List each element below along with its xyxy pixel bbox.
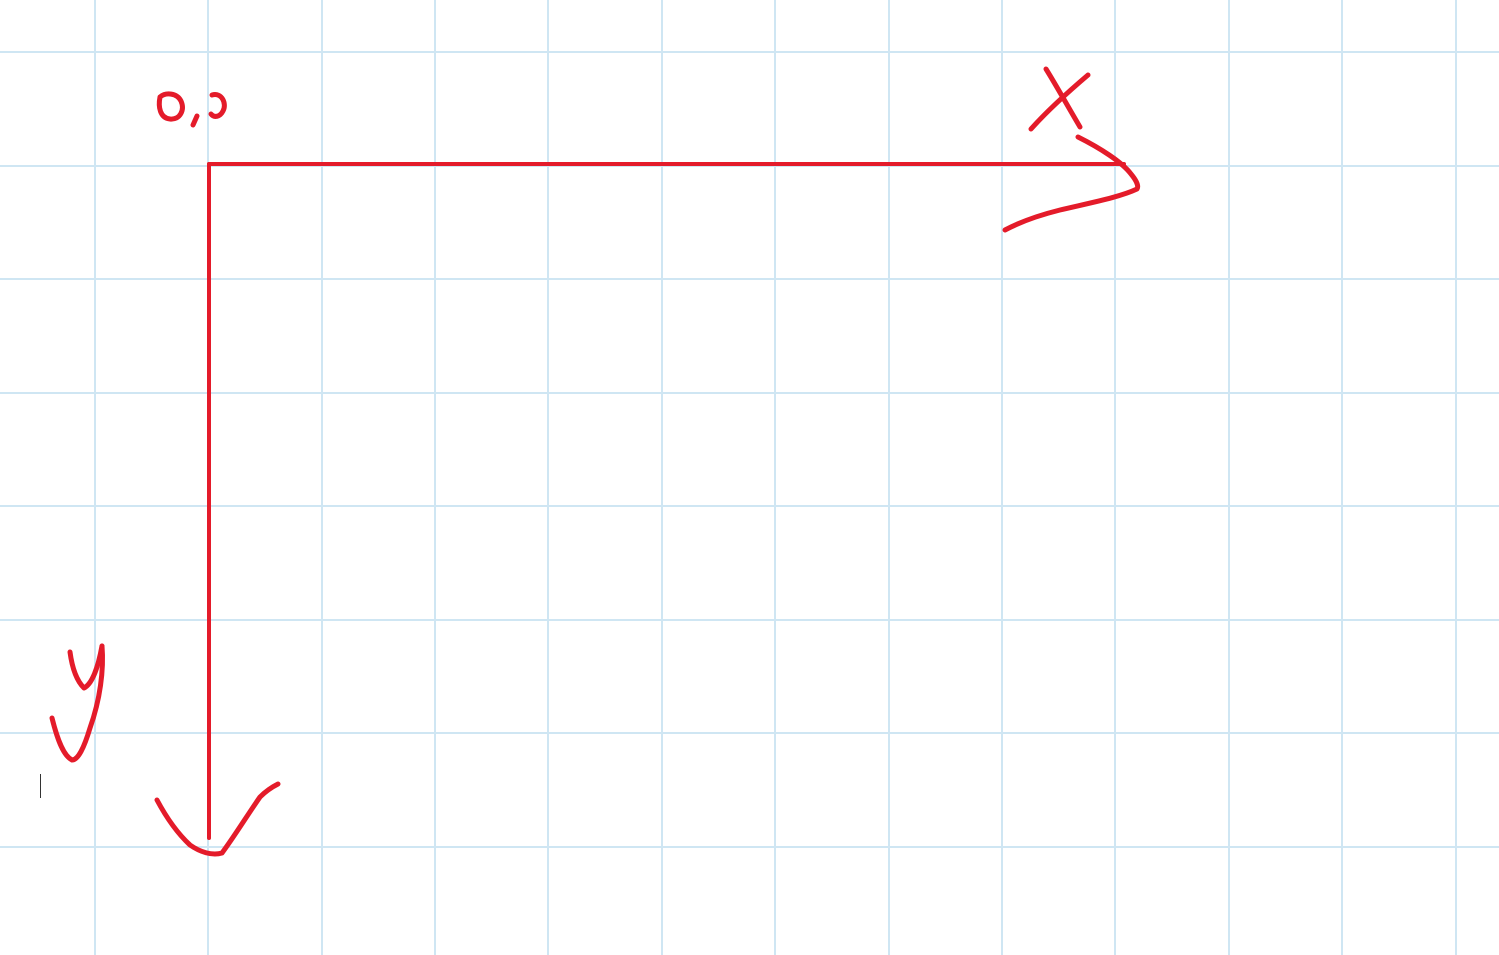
y-label-stroke-1 <box>67 643 105 691</box>
x-label-stroke-2 <box>1028 72 1091 132</box>
x-axis-arrowhead <box>1002 134 1141 233</box>
origin-label-comma-stroke <box>190 113 200 128</box>
text-cursor <box>40 774 41 798</box>
origin-label-second-zero-stroke <box>208 92 227 119</box>
x-axis-label <box>1028 66 1091 132</box>
origin-label <box>156 91 227 128</box>
origin-label-zero-stroke <box>156 91 185 122</box>
y-axis-arrowhead <box>154 781 281 857</box>
y-axis-label <box>49 643 105 763</box>
y-label-stroke-2 <box>49 643 105 763</box>
